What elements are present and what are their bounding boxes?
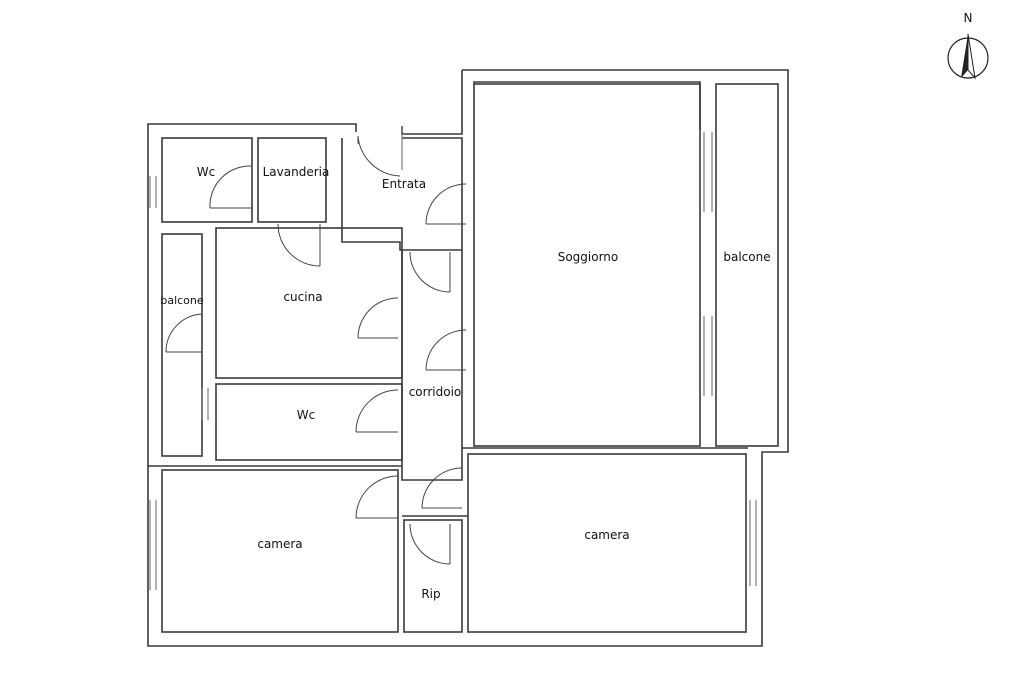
compass: N [947,11,989,80]
entrata-room [341,137,463,251]
camera-west-room [161,469,399,633]
room-label-soggiorno: Soggiorno [558,250,619,264]
inner-walls [148,447,748,517]
room-label-lavanderia: Lavanderia [263,165,330,179]
wc-top-room [161,137,253,223]
ripostiglio-room [403,519,463,633]
room-label-camera-east: camera [584,528,629,542]
doors [165,135,467,565]
room-label-corridoio: corridoio [409,385,462,399]
windows [149,126,757,590]
room-label-wc-bottom: Wc [297,408,315,422]
room-label-entrata: Entrata [382,177,426,191]
soggiorno-room [473,83,701,447]
lavanderia-room [257,137,327,223]
north-label: N [964,11,973,25]
north-arrow-icon [947,33,989,80]
room-label-cucina: cucina [283,290,322,304]
room-label-camera-west: camera [257,537,302,551]
room-label-wc-top: Wc [197,165,215,179]
balcone-east-room [715,83,779,447]
wc-bottom-room [215,383,403,461]
corridoio-walls [401,250,463,481]
room-label-balcone-east: balcone [723,250,770,264]
room-label-ripostiglio: Rip [421,587,440,601]
room-label-balcone-west: balcone [160,294,204,307]
balcone-west-room [161,233,203,457]
camera-east-room [467,453,747,633]
